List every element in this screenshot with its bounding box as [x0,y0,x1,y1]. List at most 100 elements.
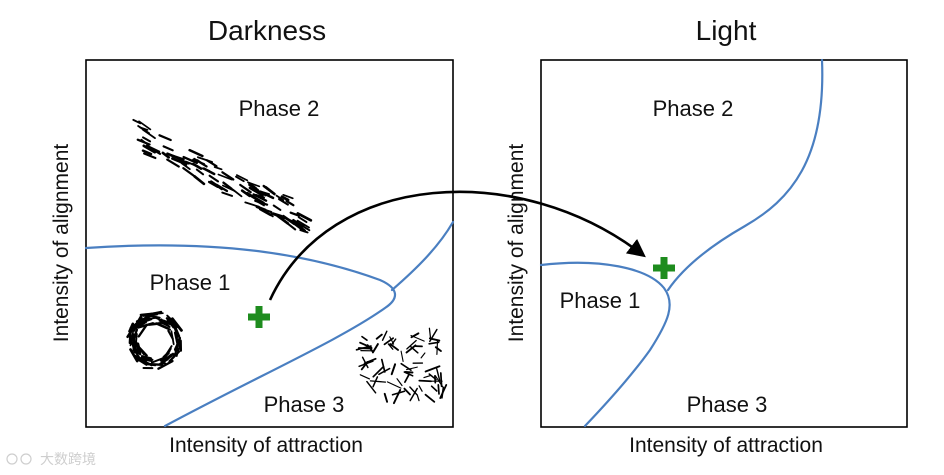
fish-mark [410,332,420,339]
fish-mark [276,214,290,225]
light-phase1-label: Phase 1 [560,288,641,313]
fish-mark [289,211,301,217]
fish-mark [252,193,268,202]
fish-mark [137,323,148,338]
fish-mark [372,365,385,378]
fish-mark [396,378,403,387]
fish-mark [140,138,150,146]
fish-mark [430,385,438,392]
fish-mark [272,204,282,211]
fish-mark [158,134,172,142]
fish-mark [248,183,259,192]
fish-mark [387,343,394,350]
fish-mark [150,356,166,364]
fish-mark [441,386,445,399]
light-plot-frame [540,59,908,428]
fish-mark [297,216,308,224]
fish-mark [404,371,414,374]
fish-mark [272,212,283,217]
fish-mark [366,380,377,394]
fish-mark [404,373,410,383]
fish-mark [221,191,234,197]
fish-mark [282,214,296,226]
fish-mark [205,159,218,168]
fish-mark [217,173,233,181]
fish-mark [248,186,264,197]
fish-mark [170,330,175,346]
fish-mark [146,363,157,367]
light-title: Light [696,15,757,46]
fish-mark [201,167,211,172]
fish-mark [358,360,374,368]
fish-mark [371,343,379,354]
fish-mark [195,168,205,176]
light-panel: Light Phase 2 Phase 1 Phase 3 Intensity … [505,15,908,457]
fish-mark [171,157,184,164]
fish-mark [155,322,170,330]
fish-mark [420,352,426,359]
fish-mark [134,355,146,364]
fish-mark [409,387,418,402]
fish-mark [143,152,157,160]
fish-mark [126,324,137,339]
fish-mark [369,380,387,383]
light-plus-icon [653,257,675,279]
fish-mark [380,358,386,373]
fish-mark [137,345,148,357]
fish-mark [149,147,162,155]
light-phase2-label: Phase 2 [653,96,734,121]
darkness-panel: Darkness Phase 2 Phase 1 Phase 3 Intensi… [50,15,455,457]
fish-mark [162,145,174,152]
fish-mark [138,321,148,328]
fish-mark [423,375,431,379]
fish-mark [239,183,252,194]
fish-mark [240,189,251,198]
fish-mark [168,350,181,363]
fish-mark [424,393,436,403]
fish-mark [436,340,439,355]
fish-mark [159,357,169,366]
fish-mark [383,392,389,403]
fish-mark [299,229,309,234]
darkness-x-axis-label: Intensity of attraction [169,434,363,457]
light-y-axis-label: Intensity of alignment [505,144,528,343]
fish-mark [144,310,163,317]
fish-mark [424,365,441,373]
watermark-text: 大数跨境 [40,452,96,468]
fish-mark [359,341,373,349]
fish-mark [277,198,289,206]
fish-mark [256,200,265,207]
fish-mark [375,333,383,340]
fish-mark [409,386,418,396]
curved-arrow [268,190,646,301]
fish-mark [213,166,223,171]
darkness-phase2-label: Phase 2 [239,96,320,121]
fish-mark [437,384,440,395]
fish-mark [132,118,142,125]
fish-mark [280,195,290,202]
fish-mark [138,120,152,131]
darkness-phase3-label: Phase 3 [264,392,345,417]
fish-mark [361,335,368,342]
fish-mark [258,207,272,217]
darkness-plot-frame [85,59,454,428]
light-x-axis-label: Intensity of attraction [629,434,823,457]
fish-mark [140,355,153,360]
darkness-y-axis-label: Intensity of alignment [50,144,73,343]
fish-mark [439,372,443,388]
fish-mark [258,190,275,200]
darkness-phase3-boundary [390,220,455,292]
fish-mark [282,193,294,200]
fish-mark [400,350,404,362]
fish-mark [208,174,220,183]
fish-mark [428,337,441,342]
fish-mark [161,151,171,159]
aligned-school-icon [132,118,313,234]
fish-mark [209,180,224,191]
fish-mark [222,181,233,191]
fish-mark [182,155,199,165]
fish-mark [193,174,206,186]
fish-mark [135,316,150,323]
fish-mark [297,223,307,232]
